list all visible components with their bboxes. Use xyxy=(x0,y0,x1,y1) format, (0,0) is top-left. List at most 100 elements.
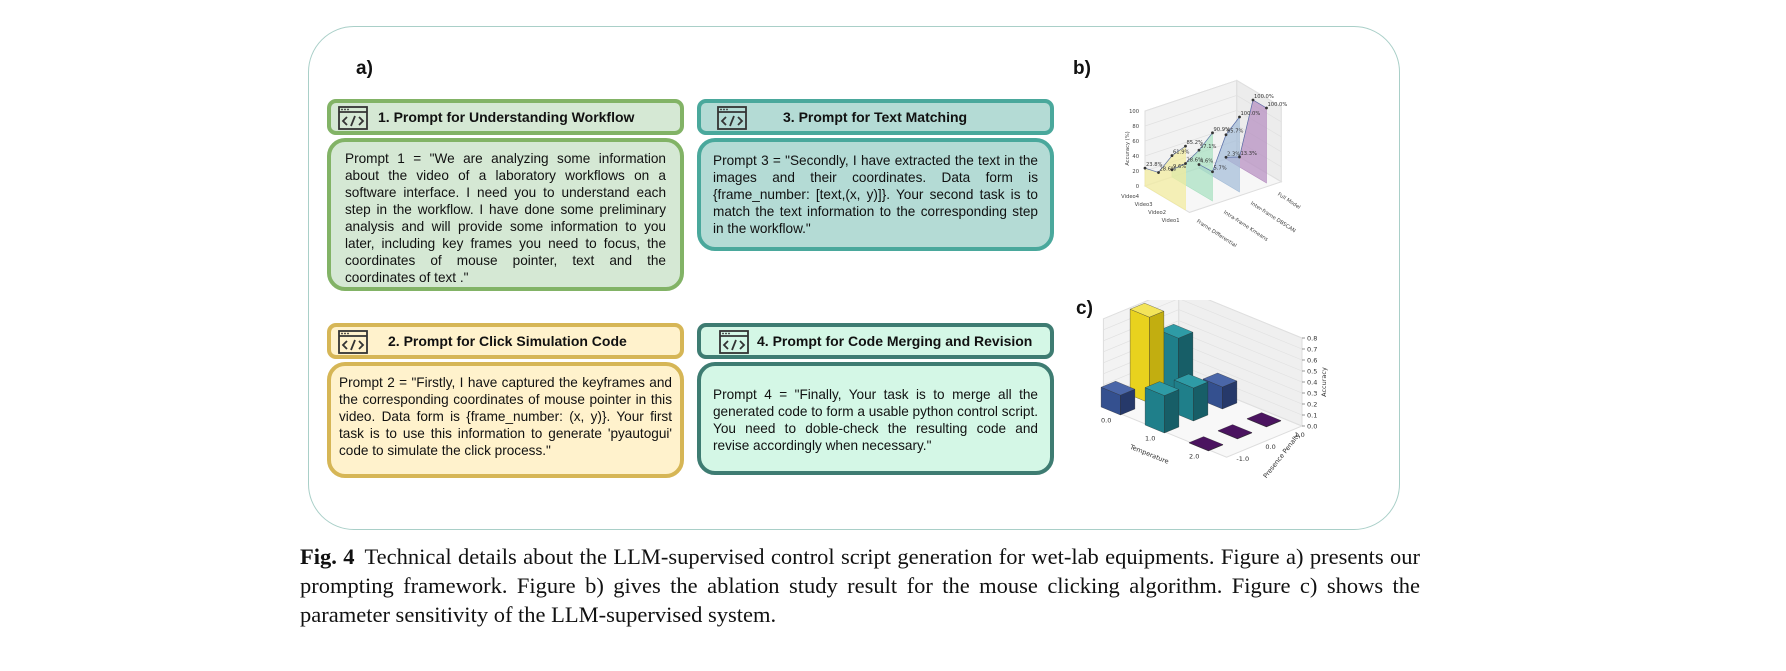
data-label: 100.0% xyxy=(1254,94,1274,100)
category-label: Video4 xyxy=(1121,194,1140,200)
z-tick-label: 0.8 xyxy=(1307,335,1317,343)
gridline xyxy=(1103,320,1303,372)
bar-top xyxy=(1100,381,1136,396)
data-point xyxy=(1143,166,1147,170)
series-line-4 xyxy=(1225,99,1267,158)
data-point xyxy=(1224,155,1228,159)
caption-text: Technical details about the LLM-supervis… xyxy=(300,544,1420,627)
data-label: 28.6% xyxy=(1160,167,1177,173)
data-label: 4.6% xyxy=(1200,159,1213,165)
data-point xyxy=(1184,162,1187,165)
data-label: 65.7% xyxy=(1227,129,1244,135)
y-axis-label: Accuracy (%) xyxy=(1125,131,1131,165)
prompt-3-header: 3. Prompt for Text Matching xyxy=(697,99,1054,135)
z-axis-label: Accuracy xyxy=(1320,367,1328,397)
y-tick-label: 0 xyxy=(1136,184,1139,190)
data-label: 57.1% xyxy=(1200,144,1217,150)
gridline xyxy=(1103,309,1303,361)
data-label: 13.3% xyxy=(1241,151,1258,157)
prompt-4-title: 4. Prompt for Code Merging and Revision xyxy=(757,333,1033,349)
z-tick-label: 0.0 xyxy=(1307,423,1317,431)
gridline xyxy=(1103,300,1303,339)
series-line-3 xyxy=(1198,116,1240,173)
y-tick-label: 40 xyxy=(1132,154,1139,160)
prompt-2-header: 2. Prompt for Click Simulation Code xyxy=(327,323,684,359)
data-label: 23.8% xyxy=(1146,162,1163,168)
series-axis-label: Full Model xyxy=(1276,192,1301,211)
bar-top xyxy=(1188,436,1224,451)
data-point xyxy=(1197,148,1201,152)
z-tick-label: 0.4 xyxy=(1307,379,1317,387)
prompt-4-body: Prompt 4 = "Finally, Your task is to mer… xyxy=(697,362,1054,475)
prompt-1-header: 1. Prompt for Understanding Workflow xyxy=(327,99,684,135)
category-label: Video3 xyxy=(1135,202,1153,208)
z-tick-label: 0.5 xyxy=(1307,368,1317,376)
bar-side xyxy=(1193,381,1209,422)
prompt-1-title: 1. Prompt for Understanding Workflow xyxy=(378,109,635,125)
bar-top xyxy=(1173,373,1209,389)
bar-top xyxy=(1158,324,1194,339)
z-tick-label: 0.3 xyxy=(1307,390,1317,398)
y-tick-label: -1.0 xyxy=(1236,455,1249,463)
prompt-3-title: 3. Prompt for Text Matching xyxy=(783,109,968,125)
code-window-icon xyxy=(338,330,368,354)
bar-top xyxy=(1217,424,1253,439)
x-tick-label: 2.0 xyxy=(1189,452,1199,460)
data-point xyxy=(1265,106,1268,110)
y-tick-label: 0.0 xyxy=(1265,443,1275,451)
code-window-icon xyxy=(338,106,368,130)
prompt-1-body: Prompt 1 = "We are analyzing some inform… xyxy=(327,138,684,291)
data-point xyxy=(1211,170,1214,174)
data-point xyxy=(1224,133,1228,137)
code-window-icon xyxy=(719,330,749,354)
data-point xyxy=(1197,163,1201,166)
y-tick-label: 80 xyxy=(1132,124,1139,130)
x-tick-label: 1.0 xyxy=(1145,434,1155,442)
bar-side xyxy=(1164,389,1180,434)
panel-b-label: b) xyxy=(1073,58,1091,79)
caption-label: Fig. 4 xyxy=(300,544,355,569)
gridline xyxy=(1103,300,1303,350)
y-tick-label: 60 xyxy=(1132,139,1139,145)
y-tick-label: 100 xyxy=(1129,109,1139,115)
category-label: Video2 xyxy=(1148,210,1166,216)
data-label: 2.3% xyxy=(1227,151,1240,157)
data-point xyxy=(1211,131,1214,135)
y-tick-label: 1.0 xyxy=(1294,431,1304,439)
data-label: 85.2% xyxy=(1187,140,1204,146)
gridline xyxy=(1144,80,1282,112)
data-point xyxy=(1238,155,1241,159)
panel-a-label: a) xyxy=(356,58,373,79)
bar-top xyxy=(1246,412,1282,427)
prompt-3-body: Prompt 3 = "Secondly, I have extracted t… xyxy=(697,138,1054,251)
bar-top xyxy=(1129,303,1165,318)
x-axis-label: Temperature xyxy=(1128,443,1170,466)
data-point xyxy=(1170,168,1174,172)
data-point xyxy=(1238,115,1241,119)
data-label: 100.0% xyxy=(1241,111,1261,117)
series-line-2 xyxy=(1171,132,1213,171)
prompt-4-header: 4. Prompt for Code Merging and Revision xyxy=(697,323,1054,359)
z-tick-label: 0.6 xyxy=(1307,357,1317,365)
prompt-2-body: Prompt 2 = "Firstly, I have captured the… xyxy=(327,362,684,478)
data-point xyxy=(1157,171,1160,174)
data-label: 61.9% xyxy=(1173,150,1190,156)
bar-top xyxy=(1144,381,1180,396)
data-label: 100.0% xyxy=(1268,102,1288,108)
data-point xyxy=(1170,154,1174,157)
bar-top xyxy=(1202,372,1238,388)
data-label: 9.6% xyxy=(1173,164,1186,170)
x-tick-label: 0.0 xyxy=(1101,416,1111,424)
data-label: 28.6% xyxy=(1187,158,1204,164)
series-line-1 xyxy=(1144,145,1186,173)
z-tick-label: 0.2 xyxy=(1307,401,1317,409)
category-label: Video1 xyxy=(1162,218,1180,224)
ablation-chart: 23.8%28.6%61.9%85.2%9.6%28.6%57.1%90.9%4… xyxy=(1121,79,1301,249)
sensitivity-chart: 0.00.10.20.30.40.50.60.70.8Accuracy0.01.… xyxy=(1100,300,1328,480)
y-tick-label: 20 xyxy=(1132,169,1139,175)
series-axis-label: Frame Differential xyxy=(1195,219,1237,249)
data-label: 90.9% xyxy=(1214,127,1231,133)
data-label: 5.7% xyxy=(1214,166,1227,172)
data-point xyxy=(1184,144,1187,148)
